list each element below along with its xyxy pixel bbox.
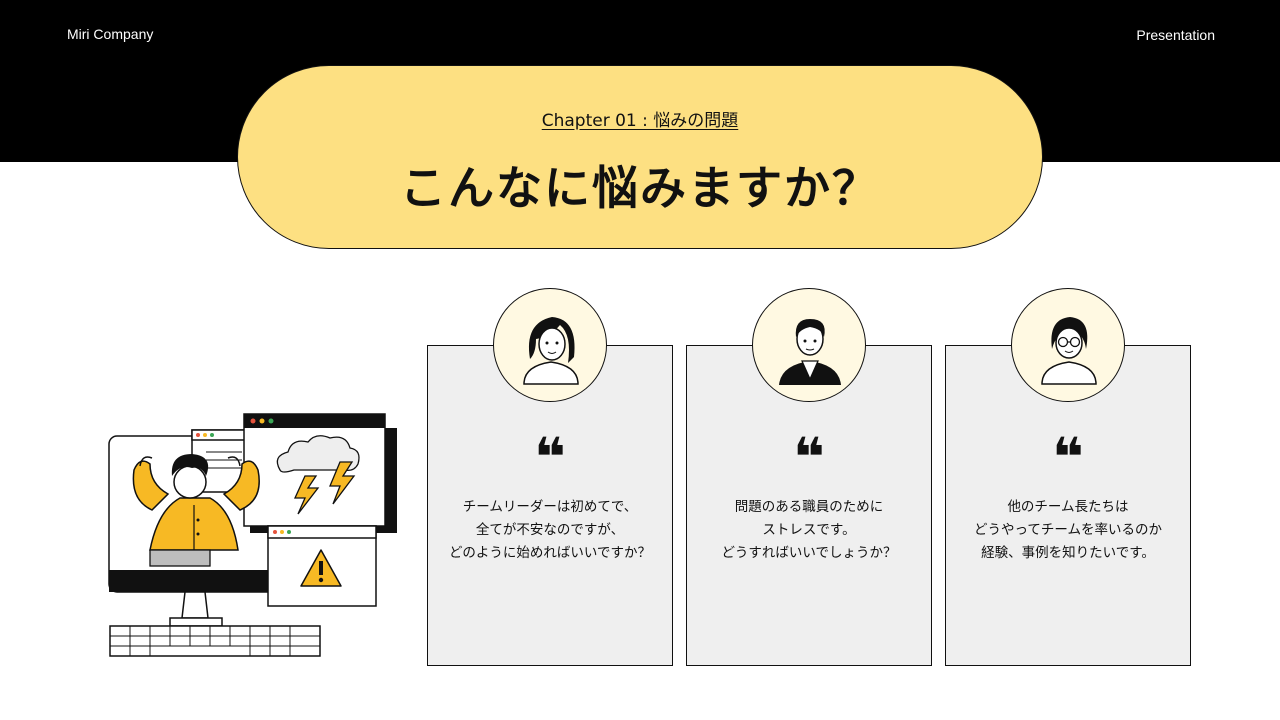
company-name: Miri Company [67, 26, 154, 42]
quote-mark-icon: ❝ [1052, 426, 1084, 489]
stressed-computer-illustration [108, 413, 397, 657]
testimonial-line: 他のチーム長たちは [1007, 499, 1129, 515]
testimonial-line: 全てが不安なのですが、 [475, 522, 625, 538]
man-suit-avatar-icon [752, 288, 866, 402]
presentation-label: Presentation [1136, 27, 1215, 43]
testimonial-line: ストレスです。 [762, 522, 856, 538]
quote-mark-icon: ❝ [793, 426, 825, 489]
quote-mark-icon: ❝ [534, 426, 566, 489]
testimonial-line: どのように始めればいいですか？ [448, 545, 652, 561]
testimonial-text: 問題のある職員のために ストレスです。 どうすればいいでしょうか？ [687, 496, 931, 565]
testimonial-line: 問題のある職員のために [734, 499, 884, 515]
woman-avatar-icon [493, 288, 607, 402]
testimonial-line: 経験、事例を知りたいです。 [981, 545, 1155, 561]
testimonial-line: どうすればいいでしょうか？ [721, 545, 897, 561]
hero-banner: Chapter 01 : 悩みの問題 こんなに悩みますか？ [237, 65, 1043, 249]
woman-glasses-avatar-icon [1011, 288, 1125, 402]
testimonial-text: 他のチーム長たちは どうやってチームを率いるのか 経験、事例を知りたいです。 [946, 496, 1190, 565]
testimonial-line: チームリーダーは初めてで、 [462, 499, 638, 515]
page-title: こんなに悩みますか？ [400, 161, 880, 215]
testimonial-text: チームリーダーは初めてで、 全てが不安なのですが、 どのように始めればいいですか… [428, 496, 672, 565]
testimonial-line: どうやってチームを率いるのか [974, 522, 1162, 538]
chapter-label: Chapter 01 : 悩みの問題 [541, 111, 739, 131]
